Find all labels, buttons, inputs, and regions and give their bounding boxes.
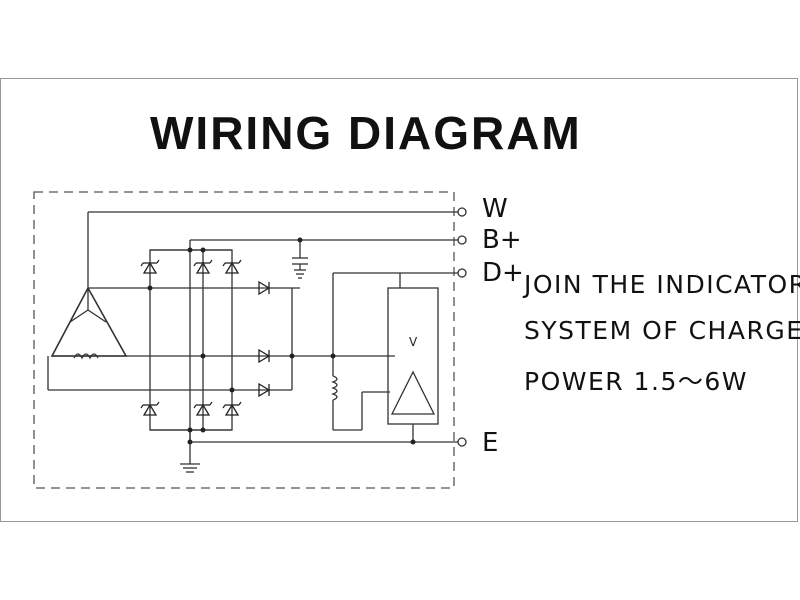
note-line-2: SYSTEM OF CHARGE [524, 316, 800, 345]
alternator-housing-outline [33, 191, 455, 489]
terminal-b-plus-node [457, 235, 467, 245]
terminal-e-node [457, 437, 467, 447]
diagram-frame [0, 78, 798, 522]
stator-winding [50, 286, 128, 357]
terminal-e-label: E [482, 428, 499, 458]
terminal-d-plus-label: D+ [482, 258, 524, 288]
terminal-w-label: W [482, 194, 508, 224]
regulator-label: V [409, 335, 418, 349]
voltage-regulator [387, 287, 439, 425]
note-line-1: JOIN THE INDICATOR [524, 270, 800, 299]
terminal-d-plus-node [457, 268, 467, 278]
terminal-w-node [457, 207, 467, 217]
note-line-3: POWER 1.5～6W [524, 367, 748, 396]
diagram-title: WIRING DIAGRAM [150, 107, 582, 159]
terminal-b-plus-label: B+ [482, 225, 522, 255]
